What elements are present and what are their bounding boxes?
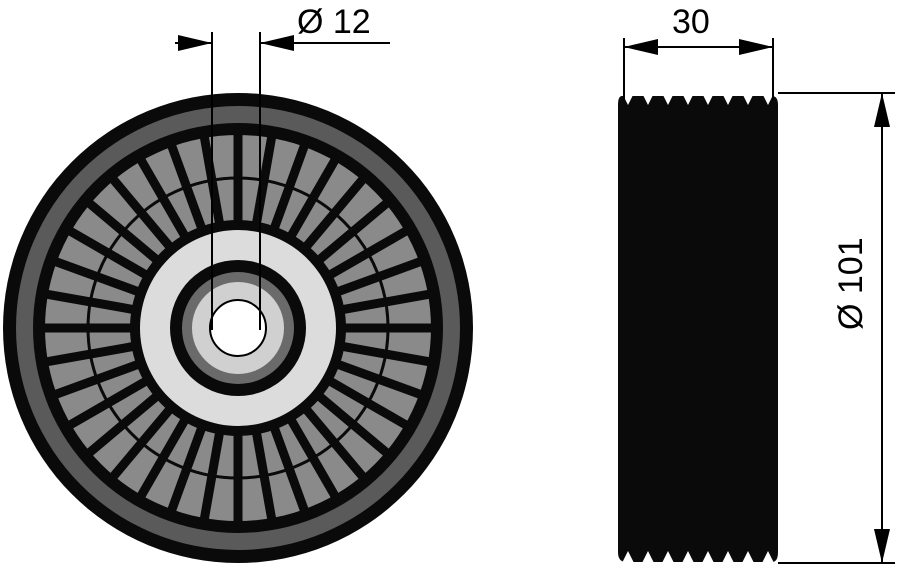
pulley-front-view bbox=[3, 93, 473, 563]
width-dimension bbox=[623, 38, 774, 100]
groove-notch bbox=[742, 551, 754, 563]
outer-diameter-label: Ø 101 bbox=[832, 237, 870, 330]
pulley-side-view bbox=[618, 93, 778, 563]
belt-grooves bbox=[622, 93, 774, 563]
groove-notch bbox=[702, 551, 714, 563]
groove-notch bbox=[642, 93, 654, 105]
groove-notch bbox=[702, 93, 714, 105]
groove-notch bbox=[682, 93, 694, 105]
groove-notch bbox=[622, 551, 634, 563]
groove-notch bbox=[722, 551, 734, 563]
width-label: 30 bbox=[672, 3, 710, 41]
groove-notch bbox=[682, 551, 694, 563]
bore-dimension bbox=[175, 32, 390, 330]
bore-diameter-label: Ø 12 bbox=[297, 3, 371, 41]
groove-notch bbox=[642, 551, 654, 563]
groove-notch bbox=[762, 93, 774, 105]
groove-notch bbox=[662, 93, 674, 105]
groove-notch bbox=[742, 93, 754, 105]
groove-notch bbox=[722, 93, 734, 105]
groove-notch bbox=[662, 551, 674, 563]
groove-notch bbox=[762, 551, 774, 563]
diameter-dimension bbox=[778, 92, 895, 564]
spokes bbox=[40, 130, 436, 526]
spoke-ring bbox=[86, 176, 390, 480]
bore bbox=[209, 299, 267, 357]
